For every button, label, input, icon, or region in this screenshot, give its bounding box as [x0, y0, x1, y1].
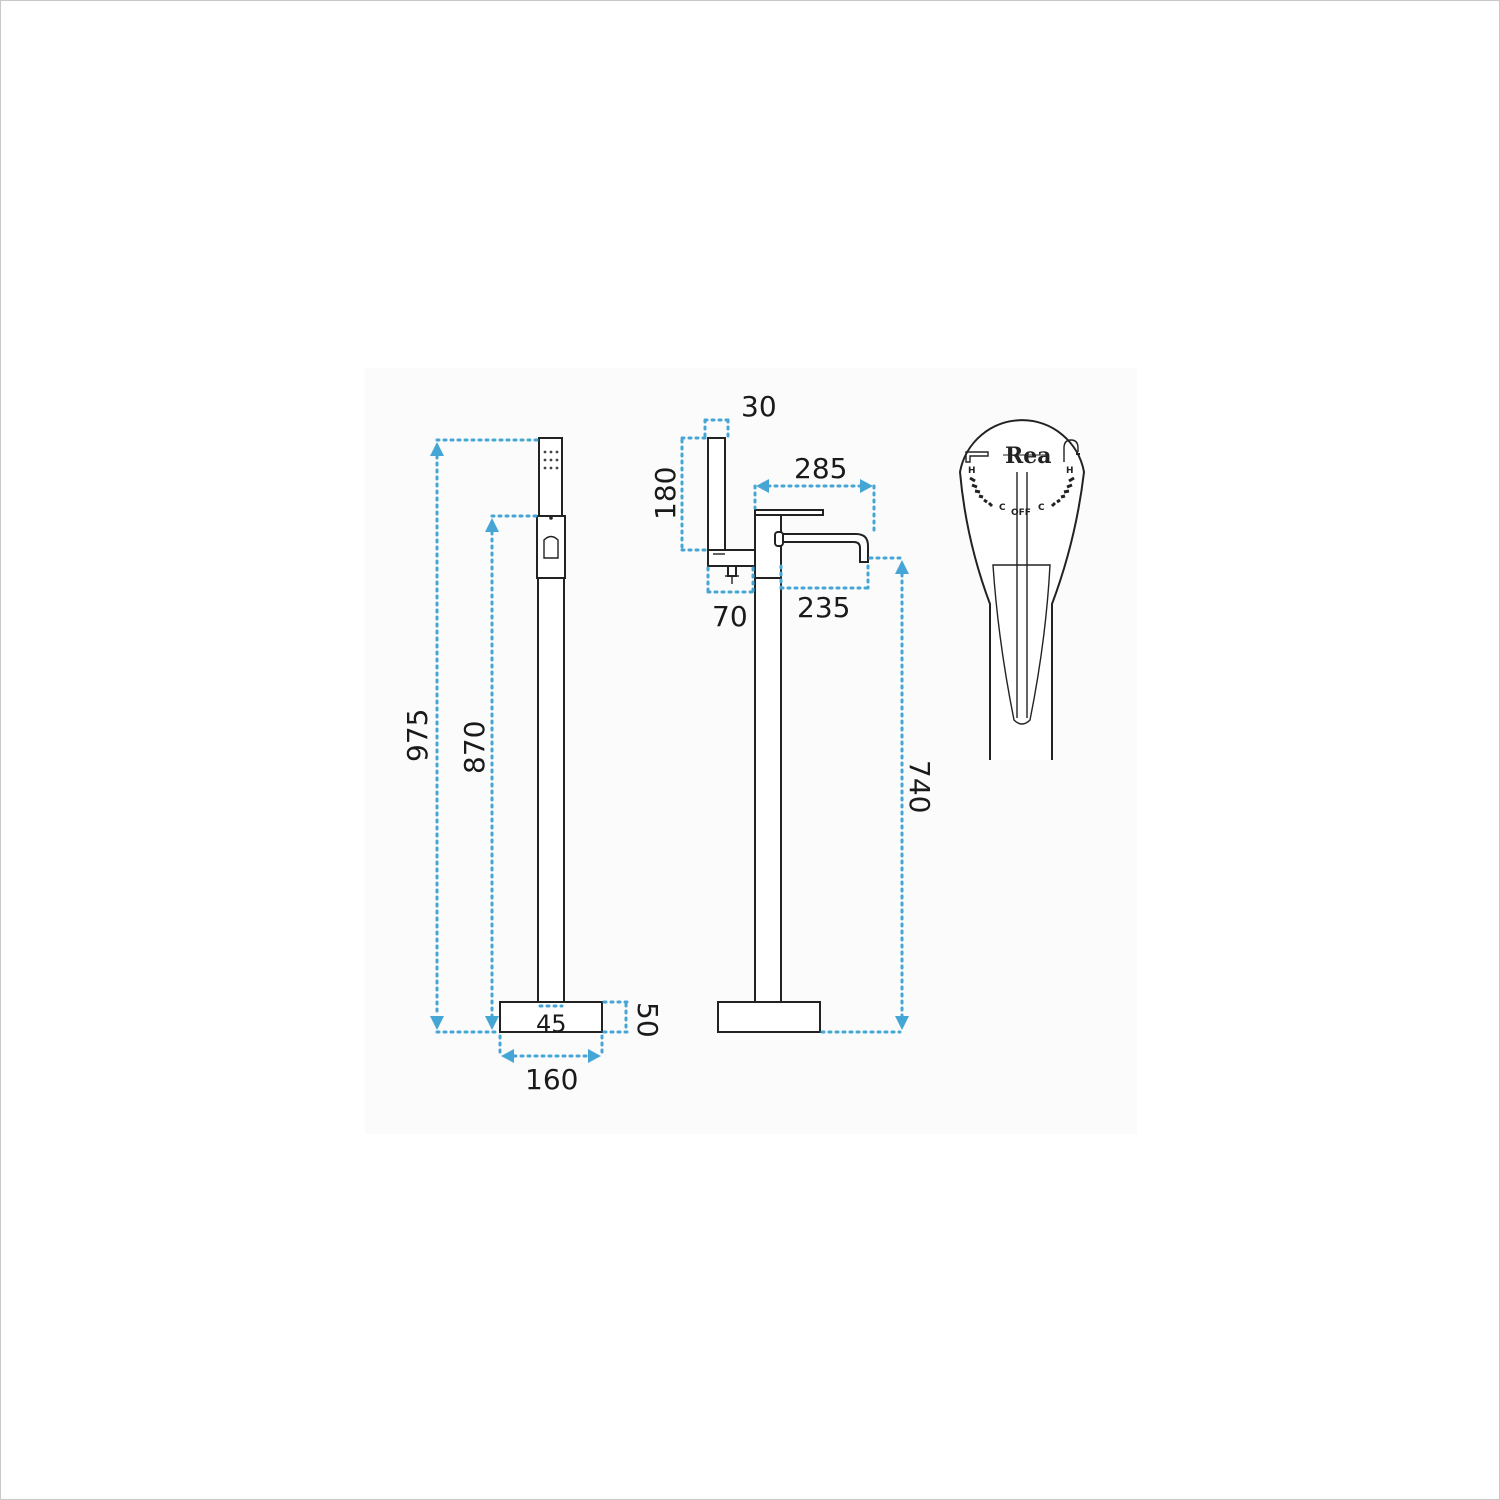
- front-handset: [538, 437, 563, 517]
- side-spout: [780, 533, 869, 563]
- dimension-labels: 975 870 50 45 160 30 180 285 235 70 740: [401, 390, 936, 1096]
- dim-45: 45: [536, 1010, 567, 1038]
- spout-joint: [774, 531, 784, 547]
- side-view: [707, 437, 869, 1033]
- side-handset: [707, 437, 726, 551]
- dial-hot-right: H: [1066, 466, 1074, 476]
- dial-scale-right: [1050, 476, 1075, 508]
- holder-valve: [727, 565, 737, 577]
- front-view: [499, 437, 603, 1033]
- dim-285: 285: [794, 452, 847, 485]
- handset-nozzles: [543, 450, 559, 470]
- dim-160: 160: [525, 1063, 578, 1096]
- dim-740: 740: [903, 760, 936, 813]
- dim-235: 235: [797, 591, 850, 624]
- dim-180: 180: [649, 467, 682, 520]
- dial-hot-left: H: [968, 466, 976, 476]
- dim-70: 70: [712, 600, 748, 633]
- dial-scale-left: [969, 476, 994, 508]
- shower-icon: [1063, 439, 1079, 462]
- side-column: [754, 577, 782, 1003]
- dial-off-label: OFF: [1011, 508, 1031, 518]
- brand-logo: Rea: [1005, 443, 1052, 469]
- detail-handle-face: [992, 564, 1051, 725]
- bath-spout-icon: [965, 451, 989, 463]
- dimension-lines: [430, 418, 909, 1063]
- detail-view: Rea OFF H H C C: [958, 419, 1086, 760]
- dial-cold-left: C: [999, 503, 1006, 513]
- dim-50: 50: [631, 1002, 664, 1038]
- front-column: [537, 577, 565, 1003]
- dial-cold-right: C: [1038, 503, 1045, 513]
- front-mixer-body: [536, 515, 566, 579]
- handset-holder: [707, 549, 756, 567]
- front-base: [499, 1001, 603, 1033]
- front-lever: [543, 535, 559, 559]
- dim-870: 870: [458, 721, 491, 774]
- dim-30: 30: [741, 390, 777, 423]
- front-pivot: [549, 516, 553, 520]
- side-base: [717, 1001, 821, 1033]
- dim-975: 975: [401, 709, 434, 762]
